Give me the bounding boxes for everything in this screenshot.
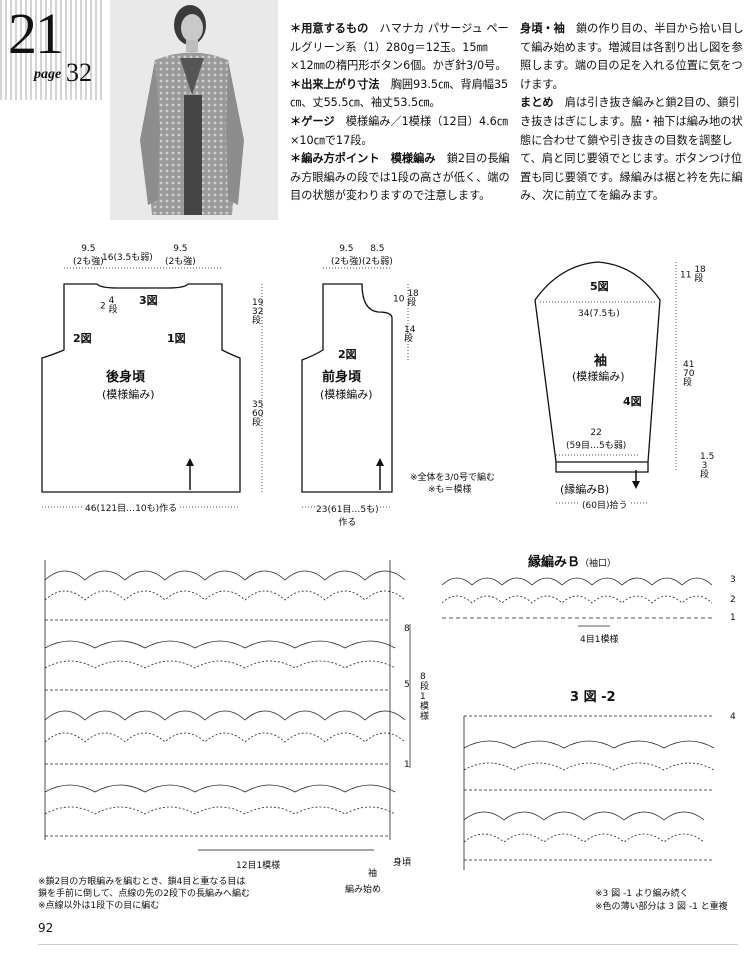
gauge-title: ＊ゲージ: [290, 114, 335, 128]
body-sleeve-title: 身頃・袖: [520, 22, 565, 35]
instructions-col1: ＊用意するもの ハマナカ パサージュ ペールグリーン系（1）280g＝12玉。1…: [290, 20, 510, 206]
fig3-2-chart: [463, 715, 715, 870]
edge-b-chart: [441, 577, 713, 627]
sleeve-subtitle: (模様編み): [572, 370, 625, 383]
back-top-mid: 16(3.5も弱): [102, 253, 153, 263]
page-ref-number: 32: [66, 58, 92, 87]
sleeve-fig4-label: 4図: [623, 395, 642, 408]
main-start-label: 編み始め: [345, 885, 382, 895]
header-stripe: [0, 0, 102, 100]
front-fig2-label: 2図: [338, 348, 357, 361]
footer-rule: [38, 944, 738, 945]
pattern-subtitle: 模様編み: [390, 152, 436, 166]
fig3-2-title: 3 図 -2: [570, 690, 616, 705]
instructions-col2: 身頃・袖 鎖の作り目の、半目から拾い目して編み始めます。増減目は各割り出し図を参…: [520, 20, 745, 206]
sleeve-fig5-label: 5図: [590, 280, 609, 293]
back-top-right: 9.5(2も強): [165, 244, 196, 267]
front-note1: ※全体を3/0号で編む: [410, 473, 496, 483]
main-repeat: 12目1模様: [236, 861, 281, 871]
front-bottom: 23(61目…5も)作る: [316, 502, 379, 528]
main-body-label: 身頃: [393, 858, 412, 868]
front-body-subtitle: (模様編み): [320, 388, 373, 401]
notes-left: ※鎖2目の方眼編みを編むとき、鎖4目と重なる目は鎖を手前に倒して、点線の先の2段…: [38, 877, 251, 911]
main-stitch-chart: [44, 560, 406, 840]
sleeve-title: 袖: [594, 354, 608, 369]
edge-b-row1: 1: [730, 613, 736, 623]
knitting-points-text1: 鎖2目の長編み方眼編みの段では1段の高さが低く、端の目の状態が変わりますので注意…: [290, 152, 510, 203]
page-number: 92: [38, 921, 54, 935]
front-note2: ※も＝模様: [428, 485, 472, 495]
sleeve-cap: 11 18段: [680, 265, 706, 284]
main-row5: 5: [404, 680, 410, 690]
front-top-left: 9.5(2も強): [331, 244, 362, 267]
main-row8: 8: [404, 624, 410, 634]
materials-text: ハマナカ パサージュ ペールグリーン系（1）280g＝12玉。15㎜×12㎜の楕…: [290, 22, 509, 73]
edge-b-repeat: 4目1模様: [580, 635, 619, 645]
edge-b-row2: 2: [730, 595, 736, 605]
gauge-text: 模様編み／1模様（12目）4.6㎝×10㎝で17段。: [290, 114, 508, 147]
knitting-points-text2: 鎖の作り目の、半目から拾い目して編み始めます。増減目は各割り出し図を参照します。…: [520, 22, 744, 91]
front-body-title: 前身頃: [322, 370, 362, 385]
pattern-number: 21: [8, 1, 64, 66]
back-body-title: 後身頃: [106, 370, 146, 385]
front-top-right: 8.5(2も弱): [362, 244, 393, 267]
front-neck-rows2: 14段: [404, 325, 416, 344]
notes-right: ※3 図 -1 より編み続く※色の薄い部分は 3 図 -1 と重複: [595, 889, 728, 912]
main-sleeve-label: 袖: [368, 869, 378, 879]
finished-size-title: ＊出来上がり寸法: [290, 77, 380, 91]
page-ref-label: page: [34, 67, 62, 82]
sleeve-cuff-label: (縁編みB): [560, 483, 610, 496]
back-body-subtitle: (模様編み): [102, 388, 155, 401]
back-fig3-label: 3図: [139, 294, 158, 307]
sleeve-pickup: (60目)拾う: [580, 498, 630, 511]
edge-b-title: 縁編みＢ（袖口）: [528, 555, 617, 570]
back-fig2-label: 2図: [73, 332, 92, 345]
knitting-points-text3: 肩は引き抜き編みと鎖2目の、鎖引き抜きはぎにします。脇・袖下は編み地の状態に合わ…: [520, 96, 743, 203]
model-photo: [110, 0, 278, 220]
fig3-2-row4: 4: [730, 712, 736, 722]
back-neck-rows: 2 4段: [100, 296, 118, 315]
materials-title: ＊用意するもの: [290, 22, 369, 35]
main-row1: 1: [404, 760, 410, 770]
edge-b-row3: 3: [730, 575, 736, 585]
knitting-points-title: ＊編み方ポイント: [290, 152, 380, 166]
finish-title: まとめ: [520, 96, 554, 110]
sleeve-bottom-width: 22(59目…5も弱): [566, 428, 627, 451]
back-bottom: 46(121目…10も)作る: [82, 501, 181, 514]
front-neck: 10 18段: [393, 289, 419, 308]
finished-size-text: 胸囲93.5㎝、背肩幅35㎝、丈55.5㎝、袖丈53.5㎝。: [290, 77, 509, 110]
back-top-left: 9.5(2も強): [73, 244, 104, 267]
main-rows-label: 8段1模様: [420, 672, 430, 722]
sleeve-width-top: 34(7.5も): [578, 309, 620, 319]
back-fig1-label: 1図: [167, 332, 186, 345]
